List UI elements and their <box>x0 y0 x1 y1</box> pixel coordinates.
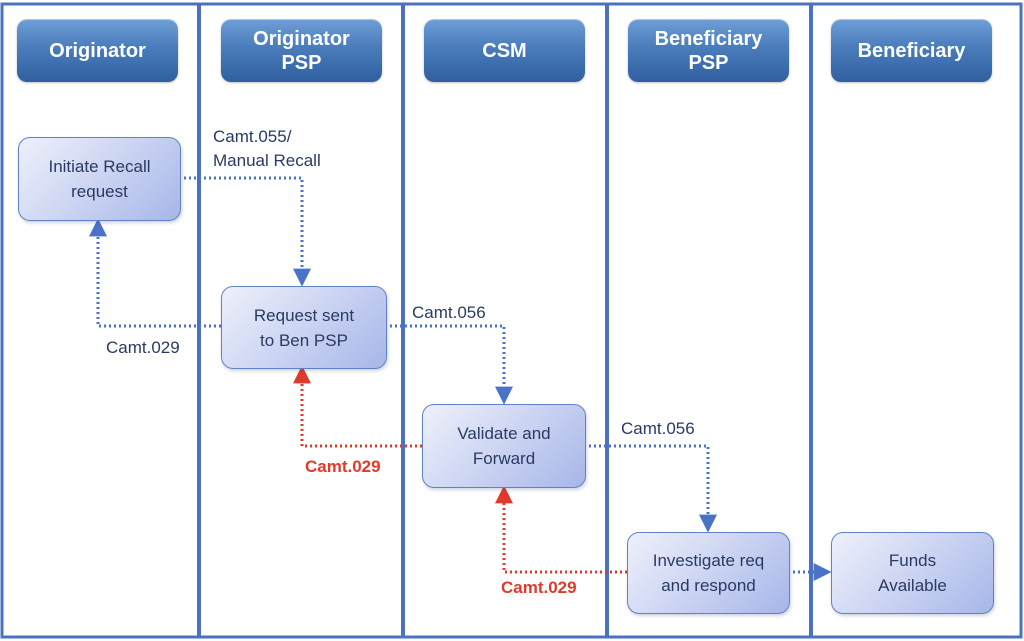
step-investigate-respond: Investigate req and respond <box>627 532 790 614</box>
flow-investigate-to-validate-red <box>495 485 627 574</box>
label-camt056-to-csm: Camt.056 <box>412 303 486 322</box>
label-camt029-red-ben: Camt.029 <box>501 578 577 597</box>
lane-header-csm: CSM <box>424 19 585 82</box>
step-validate-forward: Validate and Forward <box>422 404 586 488</box>
step-request-sent: Request sent to Ben PSP <box>221 286 387 369</box>
step-funds-available: Funds Available <box>831 532 994 614</box>
label-camt056-to-ben-psp: Camt.056 <box>621 419 695 438</box>
lane-header-beneficiary-psp: Beneficiary PSP <box>628 19 789 82</box>
step-initiate-recall: Initiate Recall request <box>18 137 181 221</box>
flow-validate-to-investigate <box>584 444 717 533</box>
flow-validate-to-request-red <box>293 365 422 448</box>
lane-header-beneficiary: Beneficiary <box>831 19 992 82</box>
lane-header-originator-psp: Originator PSP <box>221 19 382 82</box>
lane-header-originator: Originator <box>17 19 178 82</box>
flow-initiate-to-request <box>179 176 311 287</box>
flow-request-to-originator <box>89 218 221 328</box>
label-camt029-to-originator: Camt.029 <box>106 338 180 357</box>
label-camt029-red-csm: Camt.029 <box>305 457 381 476</box>
label-camt055-manual-recall: Camt.055/ Manual Recall <box>213 127 321 170</box>
